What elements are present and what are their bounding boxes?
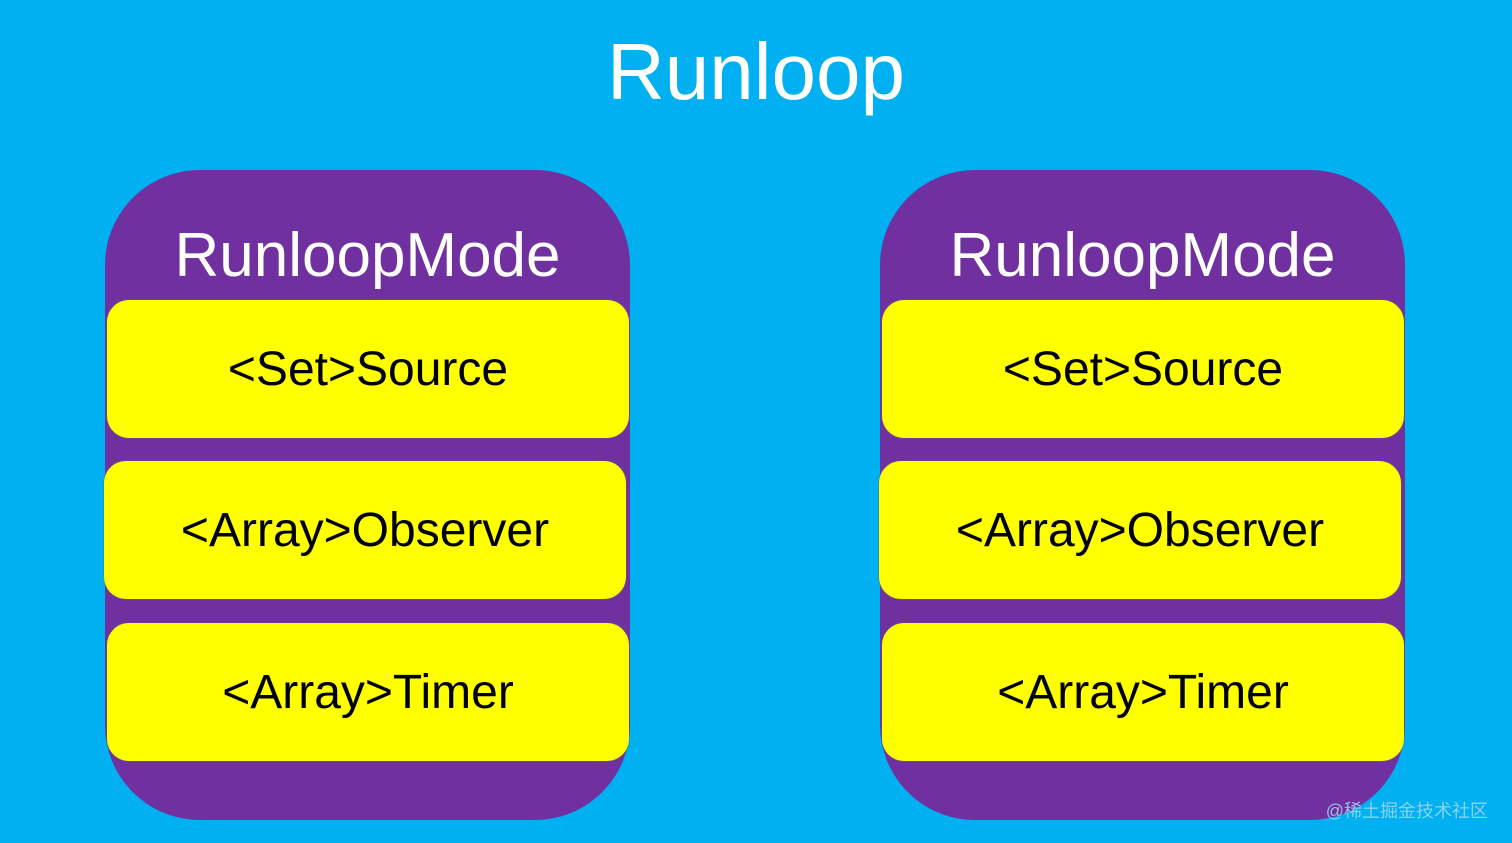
runloop-mode-label-1: RunloopMode [174,221,561,290]
diagram-title: Runloop [606,27,905,116]
runloop-mode-label-2: RunloopMode [949,221,1336,290]
mode-2-timer-item: <Array>Timer [882,623,1404,761]
watermark: @稀土掘金技术社区 [1325,801,1488,821]
mode-1-timer-item: <Array>Timer [107,623,629,761]
mode-1-observer-item: <Array>Observer [104,461,626,599]
mode-2-observer-item: <Array>Observer [879,461,1401,599]
mode-2-source-item: <Set>Source [882,300,1404,438]
mode-1-source-item: <Set>Source [107,300,629,438]
